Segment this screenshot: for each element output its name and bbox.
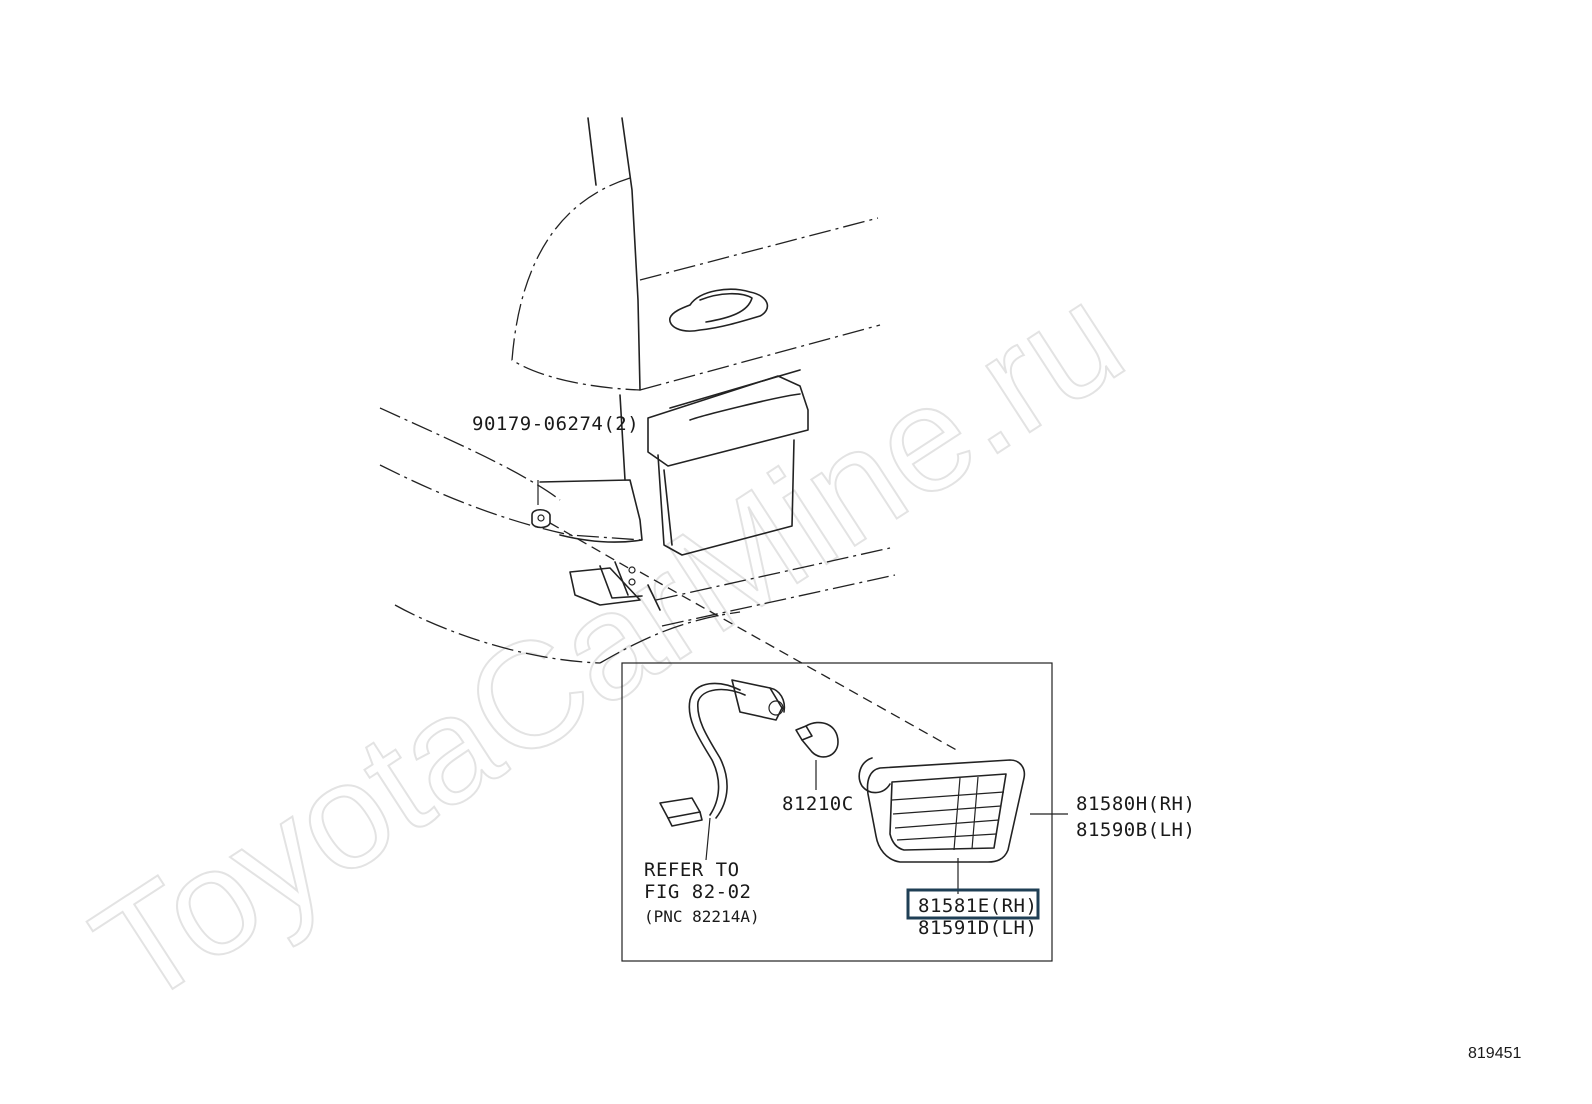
callout-lens-rh[interactable]: 81581E(RH)	[918, 895, 1037, 917]
side-lamp-assembly-part	[858, 757, 1026, 863]
lamp-mount-leader	[639, 571, 961, 753]
callout-lamp-lh: 81590B(LH)	[1076, 819, 1195, 841]
callout-clip: 90179-06274(2)	[472, 413, 639, 435]
detail-box	[621, 662, 1053, 962]
vehicle-body-outline	[379, 117, 896, 664]
side-garnish-panel	[569, 369, 809, 611]
callout-lens-lh: 81591D(LH)	[918, 917, 1037, 939]
socket-wire-part	[659, 679, 786, 861]
bulb-part	[795, 721, 839, 790]
callout-lamp-rh: 81580H(RH)	[1076, 793, 1195, 815]
refer-line-2: FIG 82-02	[644, 881, 751, 903]
refer-line-3: (PNC 82214A)	[644, 907, 760, 926]
callout-bulb: 81210C	[782, 793, 854, 815]
refer-line-1: REFER TO	[644, 859, 740, 881]
figure-number: 819451	[1468, 1045, 1521, 1062]
highlight-box	[906, 888, 1040, 920]
